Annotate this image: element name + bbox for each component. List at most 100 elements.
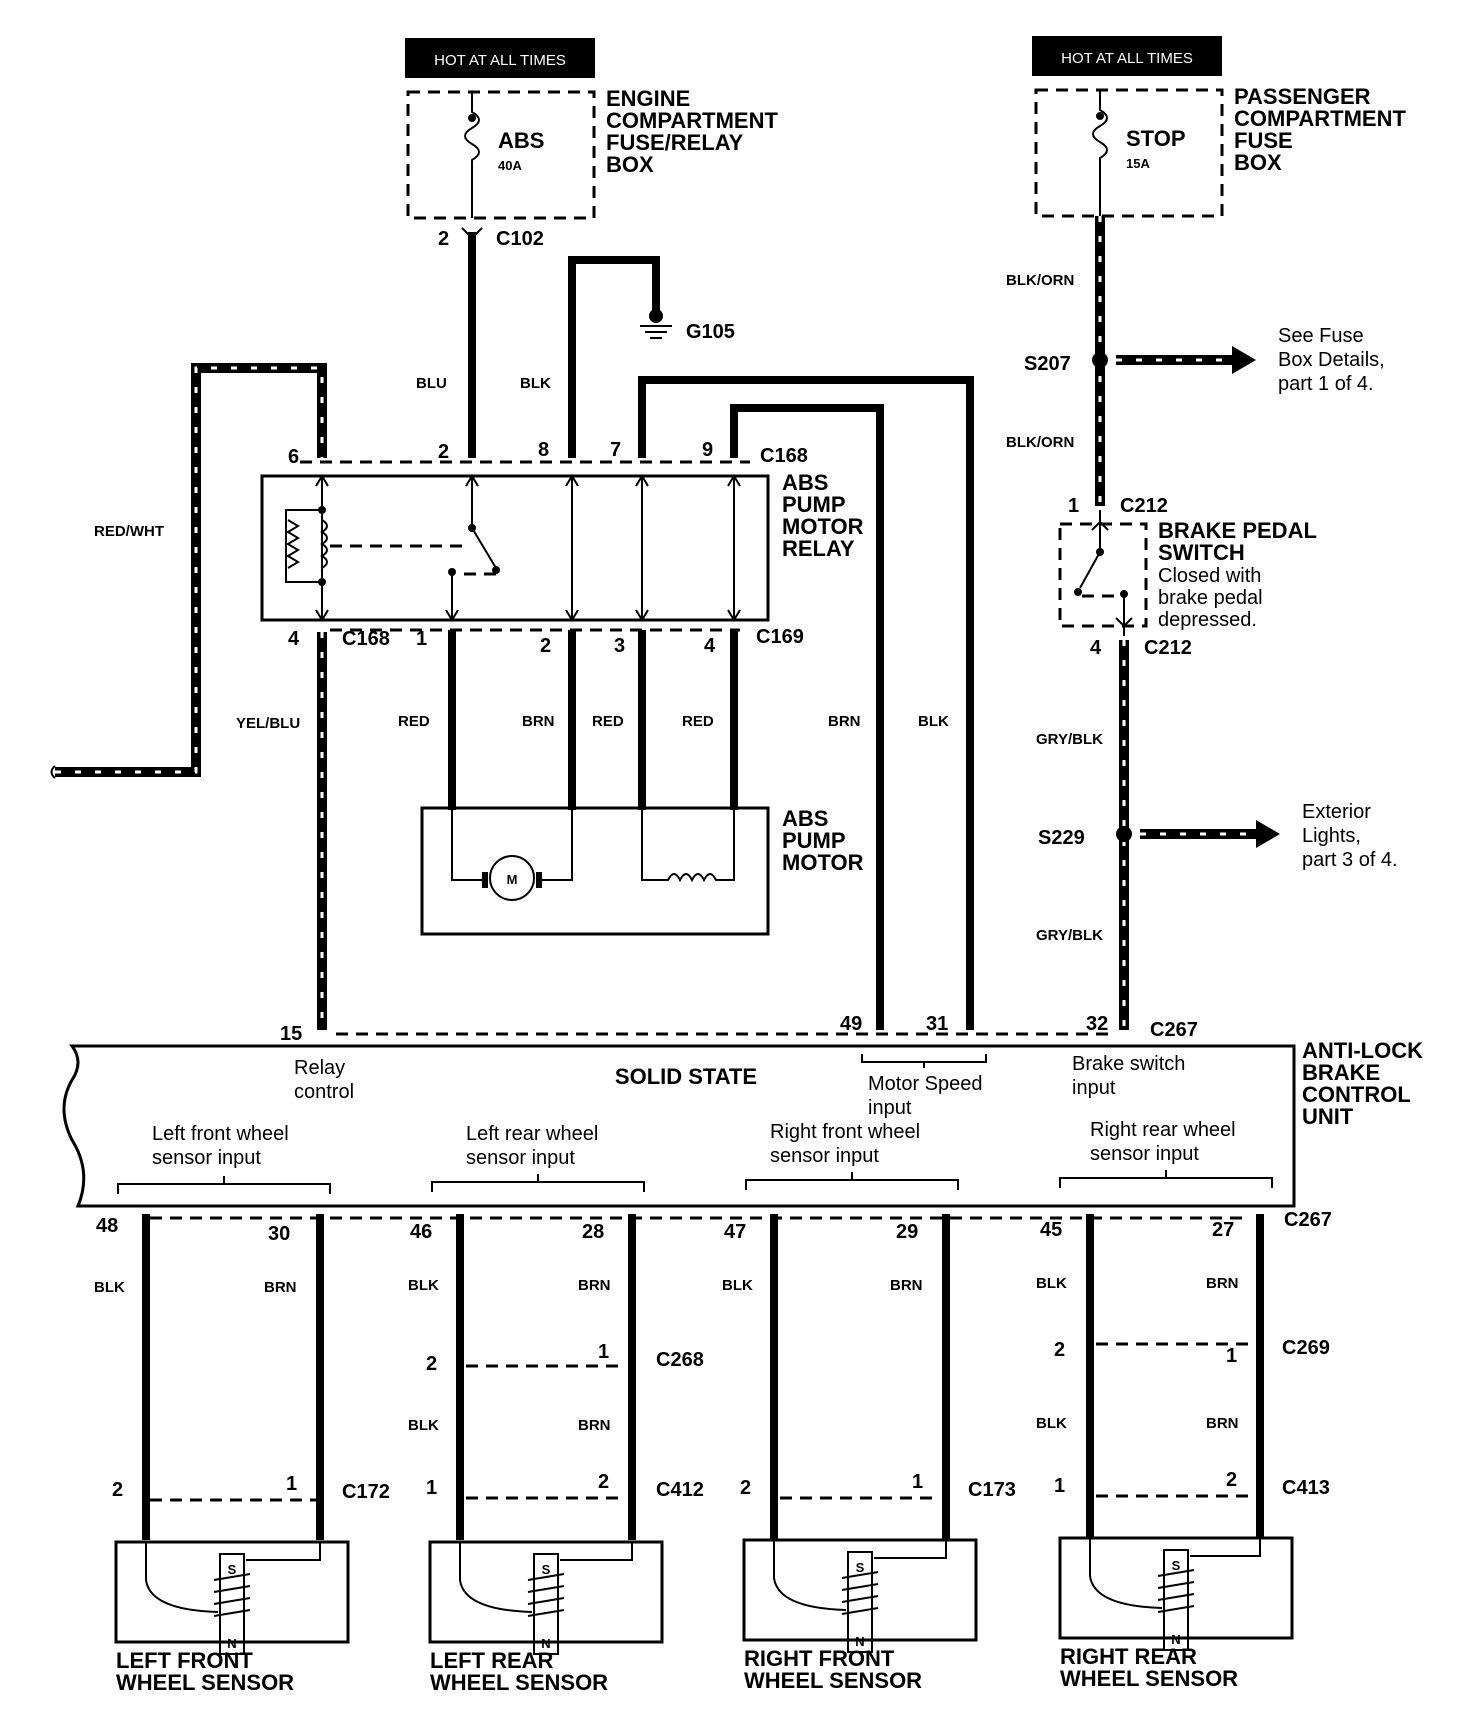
- svg-text:sensor input: sensor input: [1090, 1143, 1199, 1165]
- label-lr-blk-top: BLK: [408, 1277, 439, 1294]
- pin-3-c169: 3: [614, 635, 625, 657]
- passenger-fuse-box-outline: [1034, 88, 1224, 218]
- pin-45: 45: [1040, 1219, 1062, 1241]
- wire-red-wht: [55, 363, 327, 777]
- svg-text:part 3 of 4.: part 3 of 4.: [1302, 849, 1398, 871]
- connector-c267-bottom: C267: [1284, 1209, 1332, 1231]
- label-brn-49: BRN: [828, 713, 861, 730]
- svg-text:SWITCH: SWITCH: [1158, 540, 1245, 565]
- rf-sensor-box: [742, 1538, 978, 1642]
- rf-pole-n: N: [855, 1634, 864, 1649]
- label-rf-blk: BLK: [722, 1277, 753, 1294]
- pin-2-relay: 2: [438, 441, 449, 463]
- svg-text:PUMP: PUMP: [782, 492, 846, 517]
- wire-brn-49: [730, 404, 884, 1030]
- abs-pump-motor-relay-box: [260, 474, 770, 622]
- svg-text:ABS: ABS: [782, 470, 828, 495]
- pin-9: 9: [702, 439, 713, 461]
- svg-text:WHEEL SENSOR: WHEEL SENSOR: [430, 1670, 608, 1695]
- connector-c173: C173: [968, 1479, 1016, 1501]
- label-rr-brn-top: BRN: [1206, 1275, 1239, 1292]
- pin-28: 28: [582, 1221, 604, 1243]
- connector-c212-bottom: C212: [1144, 637, 1192, 659]
- connector-c268: C268: [656, 1349, 704, 1371]
- splice-s229: S229: [1038, 827, 1085, 849]
- svg-text:RELAY: RELAY: [782, 536, 855, 561]
- svg-text:Right rear wheel: Right rear wheel: [1090, 1119, 1236, 1141]
- label-rr-brn-bottom: BRN: [1206, 1415, 1239, 1432]
- pin-c173-1: 1: [912, 1471, 923, 1493]
- pin-c269-2: 2: [1054, 1339, 1065, 1361]
- svg-text:Closed with: Closed with: [1158, 565, 1261, 587]
- pin-49: 49: [840, 1013, 862, 1035]
- rf-input-label: Right front wheel sensor input: [770, 1121, 920, 1167]
- svg-text:ENGINE: ENGINE: [606, 86, 690, 111]
- hot-at-all-times-left: HOT AT ALL TIMES: [434, 52, 566, 69]
- connector-c412: C412: [656, 1479, 704, 1501]
- svg-text:CONTROL: CONTROL: [1302, 1082, 1411, 1107]
- label-rr-blk-top: BLK: [1036, 1275, 1067, 1292]
- svg-text:MOTOR: MOTOR: [782, 850, 864, 875]
- pin-c172-2: 2: [112, 1479, 123, 1501]
- brake-pedal-switch-box: [1058, 522, 1148, 628]
- stop-fuse-rating: 15A: [1126, 156, 1150, 171]
- connector-c212-top: C212: [1120, 495, 1168, 517]
- svg-text:BOX: BOX: [1234, 150, 1282, 175]
- pin-c269-1: 1: [1226, 1345, 1237, 1367]
- fuse-box-ref: See Fuse Box Details, part 1 of 4.: [1278, 325, 1385, 395]
- svg-text:Relay: Relay: [294, 1057, 345, 1079]
- lf-sensor-label: LEFT FRONT WHEEL SENSOR: [116, 1648, 294, 1695]
- motor-symbol: M: [507, 872, 518, 887]
- label-red-1: RED: [398, 713, 430, 730]
- svg-text:UNIT: UNIT: [1302, 1104, 1354, 1129]
- lr-pole-s: S: [542, 1562, 551, 1577]
- svg-text:MOTOR: MOTOR: [782, 514, 864, 539]
- label-lr-brn-bottom: BRN: [578, 1417, 611, 1434]
- svg-text:depressed.: depressed.: [1158, 609, 1257, 631]
- stop-fuse-name: STOP: [1126, 126, 1186, 151]
- svg-text:RIGHT REAR: RIGHT REAR: [1060, 1644, 1197, 1669]
- lr-pole-n: N: [541, 1636, 550, 1651]
- brake-switch-title: BRAKE PEDAL SWITCH: [1158, 518, 1317, 565]
- lf-bracket: [117, 1176, 331, 1194]
- pin-1-c169: 1: [416, 628, 427, 650]
- label-yel-blu: YEL/BLU: [236, 715, 300, 732]
- svg-text:Left rear wheel: Left rear wheel: [466, 1123, 598, 1145]
- abs-fuse-icon: [464, 92, 480, 218]
- rr-sensor-box: [1058, 1536, 1294, 1640]
- svg-text:sensor input: sensor input: [466, 1147, 575, 1169]
- hot-at-all-times-right: HOT AT ALL TIMES: [1061, 50, 1193, 67]
- motor-label: ABS PUMP MOTOR: [782, 806, 864, 875]
- rf-sensor-coil-icon: [773, 1540, 947, 1653]
- connector-c269: C269: [1282, 1337, 1330, 1359]
- wire-blk-31: [638, 376, 974, 1030]
- svg-text:LEFT REAR: LEFT REAR: [430, 1648, 554, 1673]
- passenger-box-label: PASSENGER COMPARTMENT FUSE BOX: [1234, 84, 1406, 175]
- rf-bracket: [745, 1172, 959, 1190]
- lf-pole-n: N: [227, 1636, 236, 1651]
- svg-text:RIGHT FRONT: RIGHT FRONT: [744, 1646, 895, 1671]
- svg-text:Motor Speed: Motor Speed: [868, 1073, 983, 1095]
- connector-c172: C172: [342, 1481, 390, 1503]
- pin-c268-1: 1: [598, 1341, 609, 1363]
- lf-pole-s: S: [228, 1562, 237, 1577]
- rf-sensor-label: RIGHT FRONT WHEEL SENSOR: [744, 1646, 922, 1693]
- lr-input-label: Left rear wheel sensor input: [466, 1123, 598, 1169]
- rr-bracket: [1059, 1170, 1273, 1188]
- svg-text:PUMP: PUMP: [782, 828, 846, 853]
- svg-text:sensor input: sensor input: [152, 1147, 261, 1169]
- connector-c102: C102: [496, 228, 544, 250]
- s207-arrow-icon: [1232, 346, 1256, 374]
- motor-internals: [451, 808, 735, 888]
- solid-state-label: SOLID STATE: [615, 1064, 757, 1089]
- brake-switch-internals: [1074, 510, 1133, 636]
- lr-sensor-box: [428, 1540, 664, 1644]
- label-rr-blk-bottom: BLK: [1036, 1415, 1067, 1432]
- svg-text:Lights,: Lights,: [1302, 825, 1361, 847]
- rr-sensor-coil-icon: [1089, 1538, 1261, 1651]
- engine-box-label: ENGINE COMPARTMENT FUSE/RELAY BOX: [606, 86, 778, 177]
- pin-c172-1: 1: [286, 1473, 297, 1495]
- svg-text:Brake switch: Brake switch: [1072, 1053, 1185, 1075]
- svg-text:ANTI-LOCK: ANTI-LOCK: [1302, 1038, 1423, 1063]
